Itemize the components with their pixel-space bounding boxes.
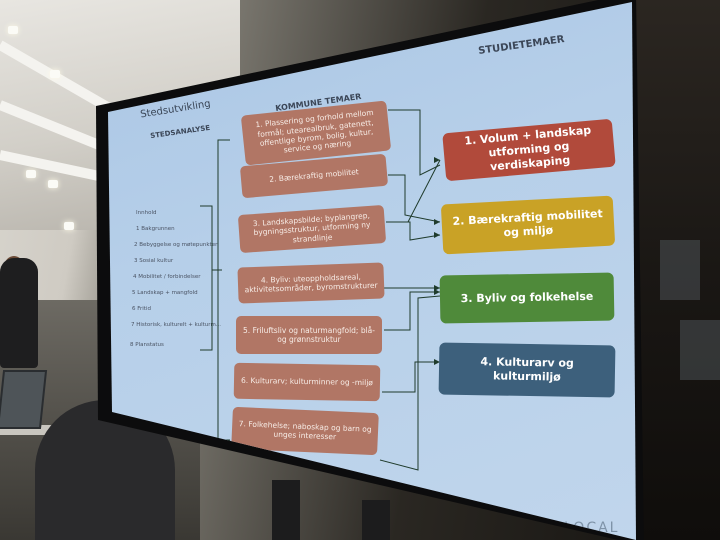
toc-item: 6 Fritid (132, 306, 151, 312)
monitor-stand (272, 480, 300, 540)
share-item[interactable]: 2 Kobie til 4pse... (301, 0, 362, 16)
laptop (0, 370, 48, 429)
toc-item: 8 Planstatus (130, 342, 164, 348)
window (660, 240, 700, 300)
screen-share-bar: 1 Koble til ekst... 2 Kobie til 4pse... (225, 0, 426, 38)
ceiling-lamp (50, 70, 60, 78)
ceiling-lamp (48, 180, 58, 188)
kommune-tema-5: 5. Friluftsliv og naturmangfold; blå- og… (236, 316, 382, 354)
kommune-tema-6: 6. Kulturarv; kulturminner og -miljø (233, 362, 381, 402)
monitor-stand (362, 500, 390, 540)
studietema-2: 2. Bærekraftig mobilitet og miljø (440, 195, 616, 255)
window (680, 320, 720, 380)
toc-item: 4 Mobilitet / forbindelser (133, 274, 201, 280)
person-standing (0, 258, 38, 368)
toc-item: 3 Sosial kultur (134, 258, 174, 264)
studietema-4: 4. Kulturarv og kulturmiljø (438, 342, 616, 398)
toc-item: 2 Bebyggelse og møtepunkter (134, 242, 218, 248)
toc-item: Innhold (136, 210, 157, 216)
ceiling-lamp (64, 222, 74, 230)
toc-item: 5 Landskap + mangfold (132, 290, 198, 296)
share-item[interactable]: 1 Koble til ekst... (231, 9, 291, 29)
toc-item: 1 Bakgrunnen (136, 226, 175, 232)
kommune-tema-4: 4. Byliv: uteoppholdsareal, aktivitetsom… (237, 262, 385, 304)
toc-item: 7 Historisk, kulturelt + kulturm... (131, 322, 222, 328)
studietema-3: 3. Byliv og folkehelse (439, 272, 615, 324)
disconnect-button[interactable]: Koble fra (351, 27, 384, 41)
ceiling-lamp (8, 26, 18, 34)
ceiling-lamp (26, 170, 36, 178)
